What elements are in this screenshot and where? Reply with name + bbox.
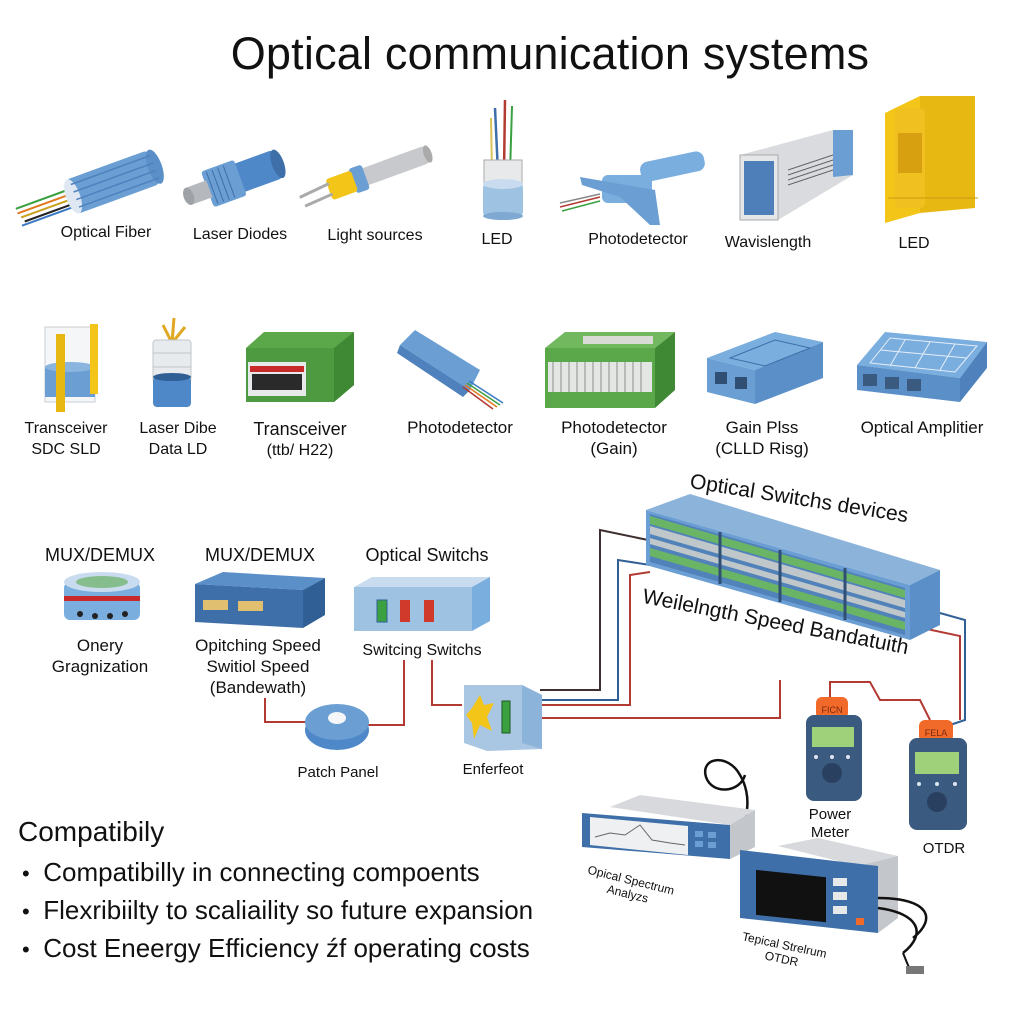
wire-patch-switch <box>367 660 405 726</box>
led-label-2: LED <box>898 235 930 252</box>
label-line: SDC SLD <box>31 441 101 458</box>
transceiver-sdc-illustration <box>44 324 98 412</box>
patch-panel-label: Patch Panel <box>297 764 379 781</box>
wire-switch-enferfeot <box>431 660 462 706</box>
transceiver-ttb-label: Transceiver (ttb/ H22) <box>253 418 346 461</box>
bullet-dot: • <box>22 937 30 962</box>
label-line: Transceiver <box>24 420 108 437</box>
photodetector-wedge-illustration <box>397 330 504 410</box>
power-meter-cap-text: FICN <box>822 705 843 715</box>
optical-amplifier-label: Optical Amplitier <box>861 417 984 438</box>
laser-dibe-label: Laser Dibe Data LD <box>139 418 216 460</box>
optical-fiber-label: Optical Fiber <box>60 224 152 241</box>
label-line: Laser Dibe <box>139 420 217 437</box>
label-line: (Bandewath) <box>209 678 307 697</box>
mux-demux-cylinder-illustration <box>64 572 140 620</box>
optical-switchs-heading: Optical Switchs <box>365 545 489 565</box>
label-line: Meter <box>810 824 850 841</box>
laser-diode-illustration <box>183 149 286 207</box>
mux-demux-box-illustration <box>195 572 325 628</box>
label-line: Data LD <box>148 441 208 458</box>
label-line: Gragnization <box>51 657 149 676</box>
label-line: Transceiver <box>253 419 347 439</box>
wire-red-1 <box>540 571 651 706</box>
optical-amplifier-illustration <box>857 332 987 402</box>
bullet-dot: • <box>22 899 30 924</box>
led-label-1: LED <box>481 231 513 248</box>
photodetector-label-2: Photodetector <box>407 417 513 438</box>
otdr-handheld-illustration: FELA <box>909 720 967 830</box>
wavelength-label: Wavislength <box>724 234 812 251</box>
mux-demux-heading-2: MUX/DEMUX <box>204 545 316 565</box>
bullet-text: Flexribiilty to scaliaility so future ex… <box>43 895 534 925</box>
transceiver-green-illustration <box>246 332 354 402</box>
photodetector-gain-illustration <box>545 332 675 408</box>
label-line: (ttb/ H22) <box>266 442 334 459</box>
optical-spectrum-analyzer-illustration <box>582 758 755 859</box>
transceiver-sdc-label: Transceiver SDC SLD <box>25 418 108 460</box>
photodetector-label-1: Photodetector <box>588 231 688 248</box>
optical-switch-box-illustration <box>354 577 490 631</box>
wire-red-2 <box>540 680 781 719</box>
summary-bullet: • Cost Eneergy Efficiency źf operating c… <box>22 933 530 964</box>
label-line: Photodetector <box>407 418 513 437</box>
patch-panel-illustration <box>305 704 369 750</box>
otdr-bench-illustration <box>740 838 928 974</box>
mux-demux-heading-1: MUX/DEMUX <box>44 545 156 565</box>
power-meter-label: Power Meter <box>809 806 852 842</box>
enferfeot-label: Enferfeot <box>462 761 524 778</box>
label-line: (CLLD Risg) <box>715 439 809 458</box>
otdr-label: OTDR <box>922 840 966 857</box>
led-yellow-illustration <box>885 96 978 223</box>
photodetector-gain-label: Photodetector (Gain) <box>561 417 667 459</box>
summary-bullet: • Flexribiilty to scaliaility so future … <box>22 895 533 926</box>
label-line: Onery <box>76 636 124 655</box>
label-line: Optical Amplitier <box>860 418 984 437</box>
power-meter-illustration: FICN <box>806 697 862 801</box>
wire-blue-1 <box>540 558 651 701</box>
summary-heading: Compatibily <box>18 816 165 847</box>
mux-demux-caption-2: Opitching Speed Switiol Speed (Bandewath… <box>195 635 321 698</box>
gain-plss-label: Gain Plss (CLLD Risg) <box>715 417 809 459</box>
optical-switch-rack-illustration <box>646 494 940 640</box>
bullet-text: Compatibilly in connecting compoents <box>43 857 480 887</box>
bullet-dot: • <box>22 861 30 886</box>
enferfeot-illustration <box>464 685 542 751</box>
osa-label: Opical Spectrum Analyzs <box>583 863 675 912</box>
wire-dark-1 <box>540 528 649 691</box>
photodetector-illustration <box>559 151 705 225</box>
light-sources-label: Light sources <box>327 227 423 244</box>
label-line: (Gain) <box>590 439 638 458</box>
label-line: Photodetector <box>561 418 667 437</box>
label-line: Gain Plss <box>725 418 799 437</box>
label-line: Opitching Speed <box>195 636 321 655</box>
mux-demux-caption-1: Onery Gragnization <box>52 635 148 677</box>
laser-diodes-label: Laser Diodes <box>192 226 288 243</box>
switcing-switchs-label: Switcing Switchs <box>362 642 482 659</box>
summary-bullet: • Compatibilly in connecting compoents <box>22 857 480 888</box>
label-line: Power <box>808 806 852 823</box>
otdr-cap-text: FELA <box>925 728 948 738</box>
optical-fiber-illustration <box>15 149 164 227</box>
bullet-text: Cost Eneergy Efficiency źf operating cos… <box>43 933 530 963</box>
label-line: Switiol Speed <box>206 657 310 676</box>
wavelength-module-illustration <box>739 130 853 221</box>
gain-plss-illustration <box>707 332 823 404</box>
page-title: Optical communication systems <box>230 28 870 79</box>
light-source-illustration <box>299 145 433 208</box>
laser-dibe-illustration <box>152 317 192 407</box>
led-illustration <box>483 99 523 220</box>
